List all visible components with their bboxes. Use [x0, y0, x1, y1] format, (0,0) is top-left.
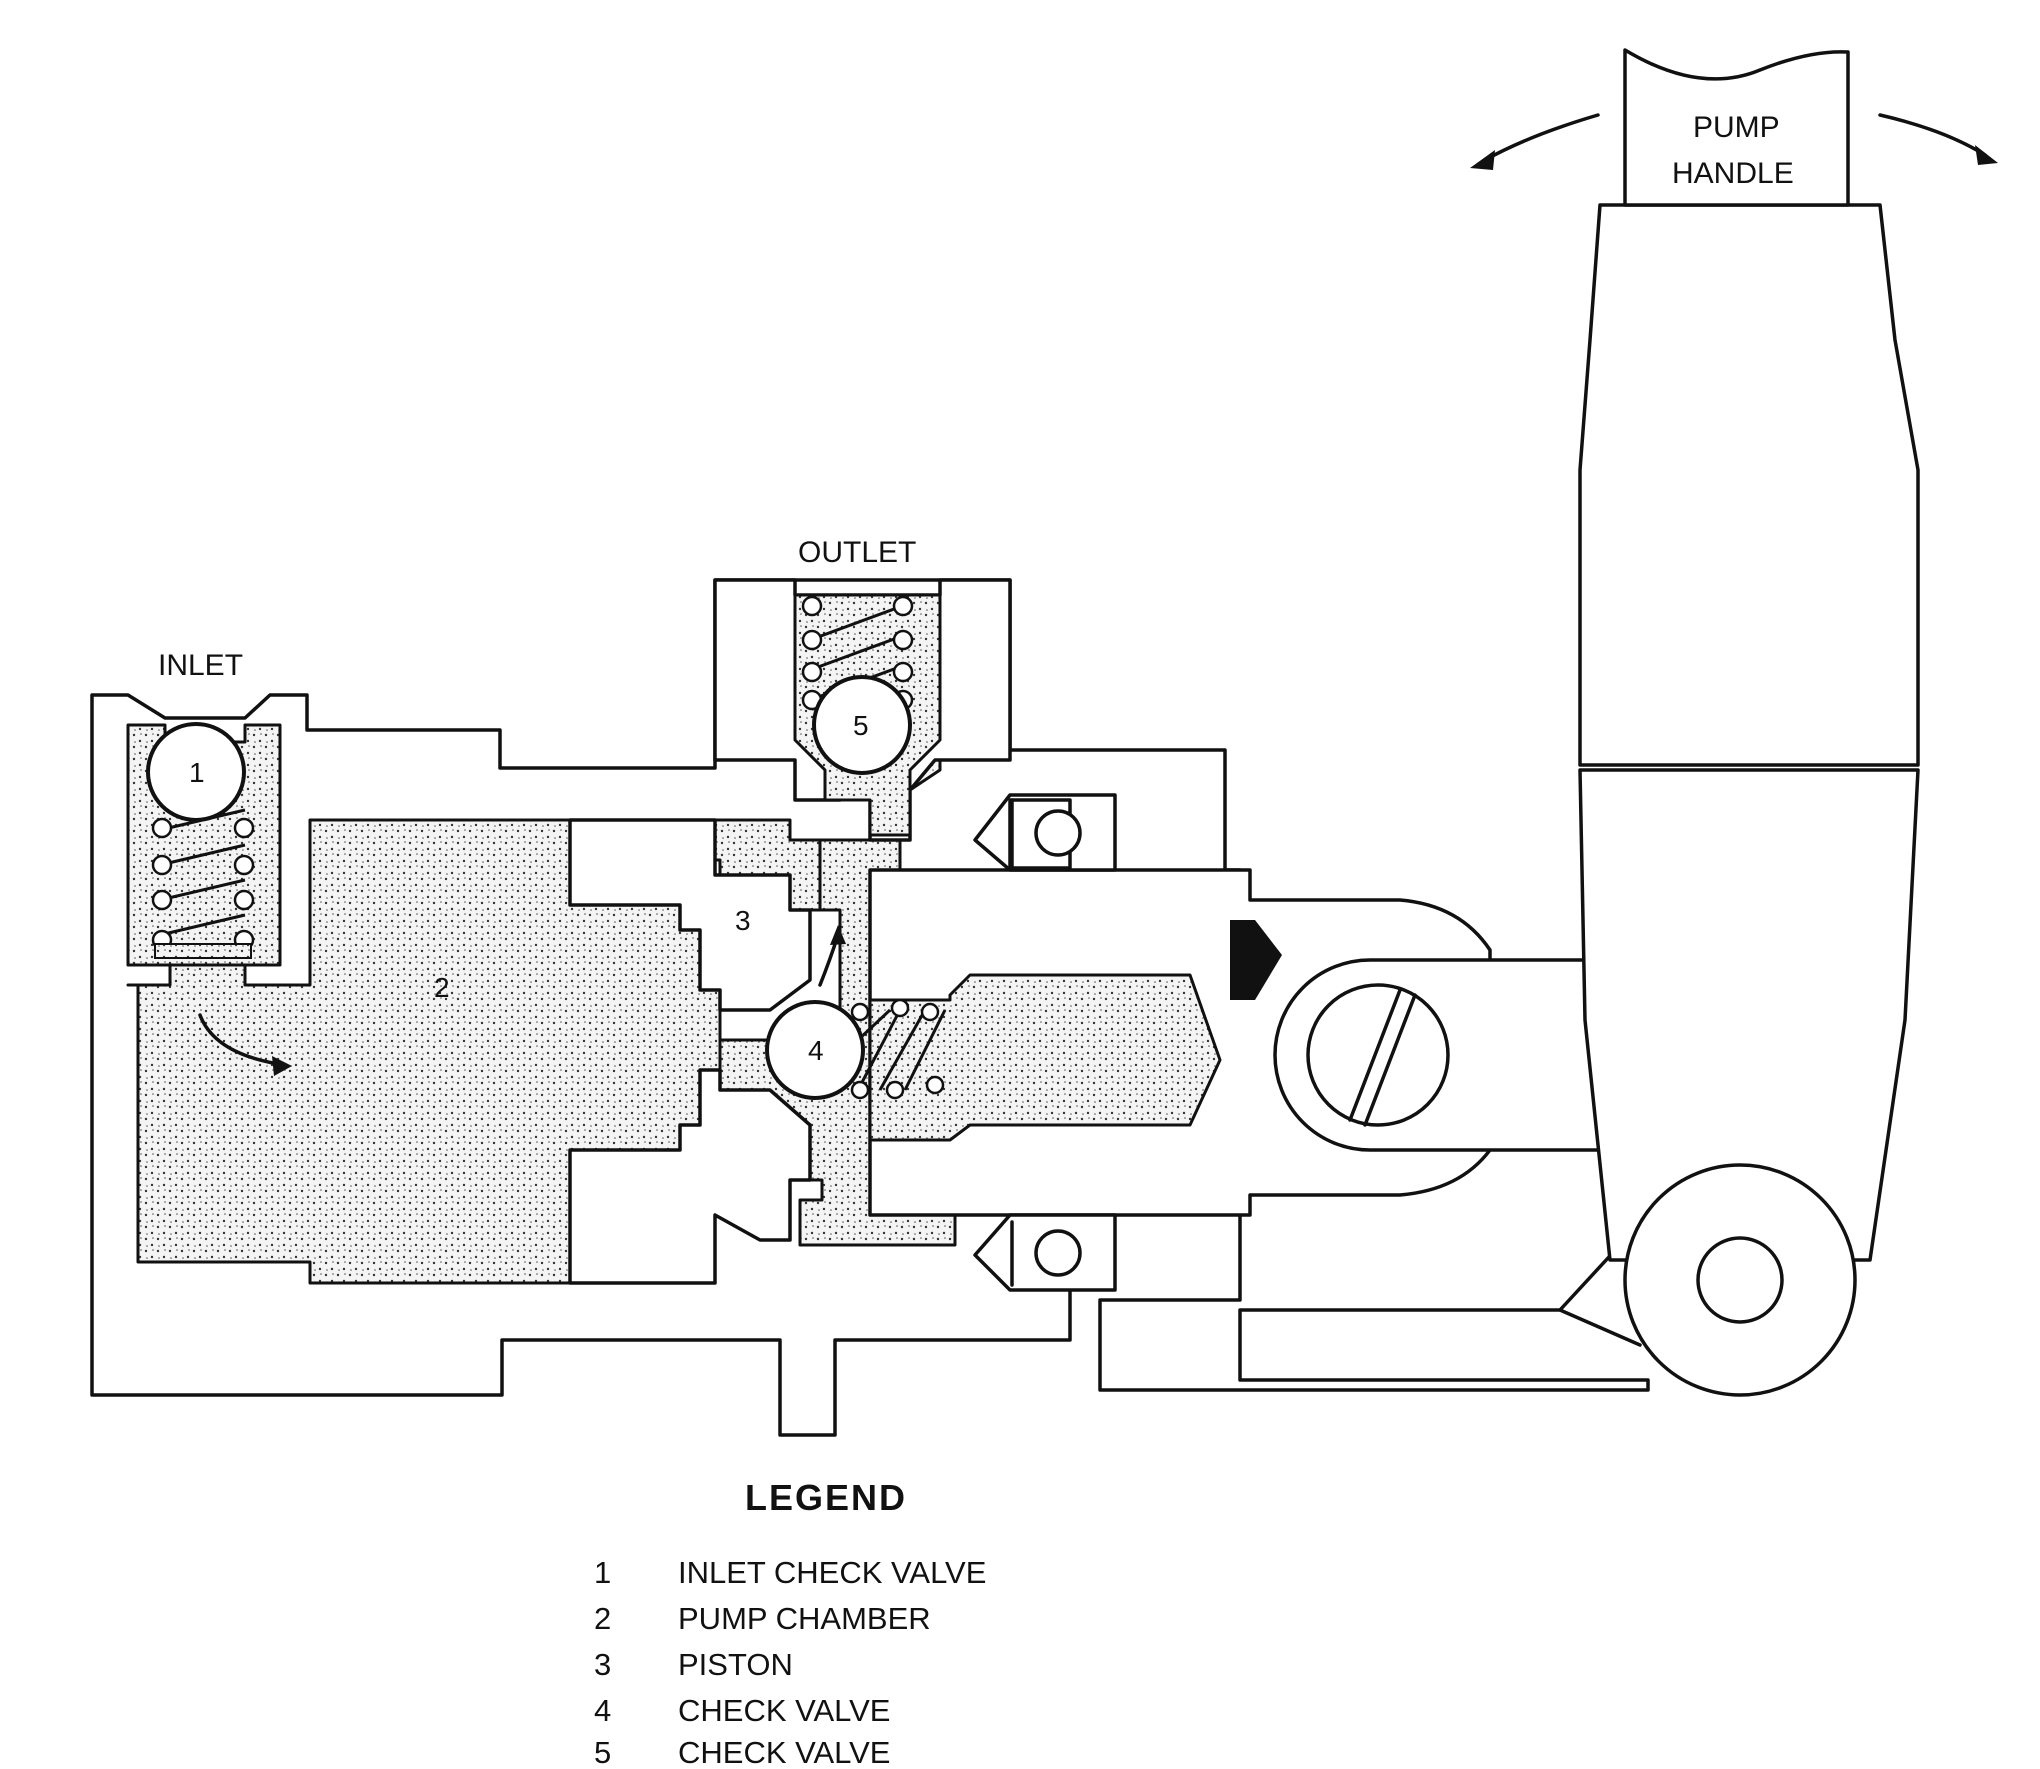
pump-handle-label-line1: PUMP — [1693, 111, 1780, 144]
pump-handle-label-line2: HANDLE — [1672, 157, 1794, 190]
legend-item-2-num: 2 — [594, 1601, 611, 1636]
inlet-check-valve-assembly — [126, 722, 282, 987]
screw-left-icon — [1306, 983, 1450, 1127]
legend-item-2-text: PUMP CHAMBER — [678, 1601, 931, 1636]
seal-block-top — [973, 793, 1117, 872]
legend-item-3-text: PISTON — [678, 1647, 793, 1682]
legend-item-1-text: INLET CHECK VALVE — [678, 1555, 986, 1590]
direction-arrow-icon — [1230, 920, 1282, 1000]
legend-item-5-num: 5 — [594, 1735, 611, 1769]
callout-4: 4 — [808, 1035, 824, 1066]
legend-item-5-text: CHECK VALVE — [678, 1735, 890, 1769]
inlet-spring-icon — [151, 808, 255, 959]
legend-item-1-num: 1 — [594, 1555, 611, 1590]
pump-handle — [1558, 48, 1920, 1397]
pivot-pin-icon — [1696, 1236, 1784, 1324]
callout-5: 5 — [853, 710, 869, 741]
legend-title: LEGEND — [745, 1477, 907, 1518]
check-valve-4-ball — [765, 1000, 865, 1100]
swing-arrow-left-icon — [1470, 113, 1600, 170]
outlet-check-valve-assembly — [713, 578, 1012, 842]
piston — [568, 818, 812, 1012]
callout-1: 1 — [189, 757, 205, 788]
legend-item-4-text: CHECK VALVE — [678, 1693, 890, 1728]
outlet-label: OUTLET — [798, 536, 916, 569]
legend: LEGEND 1 INLET CHECK VALVE 2 PUMP CHAMBE… — [594, 1477, 986, 1769]
outlet-check-valve-ball — [812, 675, 912, 775]
legend-item-4-num: 4 — [594, 1693, 611, 1728]
valve4-spring-icon — [850, 998, 947, 1100]
flow-arrow-icon — [198, 1013, 292, 1076]
swing-arrow-right-icon — [1878, 113, 1998, 165]
seal-block-bottom — [973, 1213, 1117, 1292]
inlet-label: INLET — [158, 649, 243, 682]
check-valve-4-assembly — [765, 925, 947, 1100]
legend-item-3-num: 3 — [594, 1647, 611, 1682]
piston-lower — [568, 1068, 812, 1285]
callout-3: 3 — [735, 905, 751, 936]
callout-2: 2 — [434, 972, 450, 1003]
